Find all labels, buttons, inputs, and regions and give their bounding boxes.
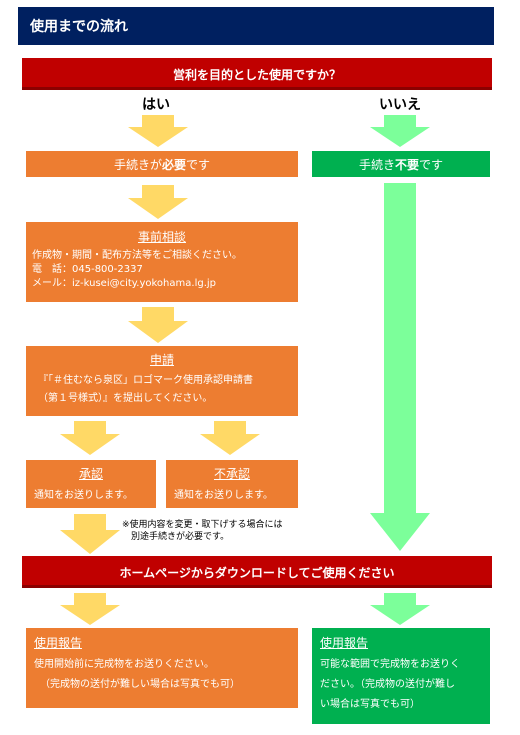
arrow-down-yellow-to-download bbox=[60, 514, 120, 554]
consultation-box: 事前相談 作成物・期間・配布方法等をご相談ください。 電 話：045-800-2… bbox=[26, 222, 298, 302]
no-label: いいえ bbox=[379, 97, 421, 113]
change-note-line-2: 別途手続きが必要です。 bbox=[131, 532, 230, 542]
arrow-down-green-report bbox=[370, 593, 430, 625]
procedure-not-required-suffix: です bbox=[419, 158, 444, 172]
yes-label: はい bbox=[142, 97, 170, 113]
download-banner: ホームページからダウンロードしてご使用ください bbox=[22, 556, 492, 588]
usage-report-no-line-3: い場合は写真でも可） bbox=[320, 699, 420, 710]
consultation-desc: 作成物・期間・配布方法等をご相談ください。 bbox=[32, 250, 242, 261]
application-line-2: （第１号様式）』を提出してください。 bbox=[38, 393, 213, 404]
approve-text: 通知をお送りします。 bbox=[34, 490, 133, 501]
reject-title: 不承認 bbox=[213, 467, 250, 481]
application-line-1: 『「＃住むなら泉区」ロゴマーク使用承認申請書 bbox=[38, 375, 253, 386]
arrow-down-green-long bbox=[370, 183, 430, 551]
question-banner: 営利を目的とした使用ですか？ bbox=[22, 58, 492, 90]
usage-report-yes-line-1: 使用開始前に完成物をお送りください。 bbox=[34, 659, 214, 670]
reject-box: 不承認 通知をお送りします。 bbox=[166, 460, 298, 508]
arrow-down-yellow-report bbox=[60, 593, 120, 625]
procedure-not-required-emphasis: 不要 bbox=[394, 158, 419, 172]
mail-address[interactable]: iz-kusei@city.yokohama.lg.jp bbox=[72, 278, 216, 289]
arrow-down-yellow-1 bbox=[128, 115, 188, 147]
arrow-down-green-1 bbox=[370, 115, 430, 147]
consultation-title: 事前相談 bbox=[137, 230, 186, 244]
phone-label: 電 話： bbox=[32, 264, 72, 275]
change-note-line-1: ※使用内容を変更・取下げする場合には bbox=[122, 520, 283, 530]
reject-text: 通知をお送りします。 bbox=[174, 490, 273, 501]
usage-report-box-no: 使用報告 可能な範囲で完成物をお送りく ださい。（完成物の送付が難し い場合は写… bbox=[312, 628, 490, 724]
application-title: 申請 bbox=[149, 353, 174, 367]
arrow-down-yellow-approve bbox=[60, 421, 120, 455]
arrow-down-yellow-2 bbox=[128, 185, 188, 219]
mail-label: メール： bbox=[32, 278, 72, 289]
approve-title: 承認 bbox=[78, 467, 103, 481]
application-box: 申請 『「＃住むなら泉区」ロゴマーク使用承認申請書 （第１号様式）』を提出してく… bbox=[26, 346, 298, 416]
approve-box: 承認 通知をお送りします。 bbox=[26, 460, 156, 508]
usage-report-title-yes: 使用報告 bbox=[34, 636, 83, 650]
page-title: 使用までの流れ bbox=[18, 7, 494, 45]
arrow-down-yellow-reject bbox=[200, 421, 260, 455]
procedure-not-required-prefix: 手続き bbox=[358, 158, 395, 172]
procedure-required-prefix: 手続きが bbox=[113, 158, 162, 172]
arrow-down-yellow-3 bbox=[128, 307, 188, 343]
usage-report-yes-line-2: （完成物の送付が難しい場合は写真でも可） bbox=[40, 679, 240, 690]
usage-report-title-no: 使用報告 bbox=[320, 636, 369, 650]
usage-report-box-yes: 使用報告 使用開始前に完成物をお送りください。 （完成物の送付が難しい場合は写真… bbox=[26, 628, 298, 708]
usage-report-no-line-1: 可能な範囲で完成物をお送りく bbox=[320, 659, 460, 670]
procedure-required-box: 手続きが必要です bbox=[26, 151, 298, 177]
procedure-not-required-box: 手続き不要です bbox=[312, 151, 490, 177]
usage-report-no-line-2: ださい。（完成物の送付が難し bbox=[320, 679, 455, 690]
procedure-required-emphasis: 必要 bbox=[161, 158, 186, 172]
procedure-required-suffix: です bbox=[186, 158, 211, 172]
consultation-phone-row: 電 話：045-800-2337 bbox=[32, 263, 292, 277]
phone-number: 045-800-2337 bbox=[72, 264, 143, 275]
consultation-mail-row: メール：iz-kusei@city.yokohama.lg.jp bbox=[32, 277, 292, 291]
change-note: ※使用内容を変更・取下げする場合には 別途手続きが必要です。 bbox=[122, 519, 283, 543]
